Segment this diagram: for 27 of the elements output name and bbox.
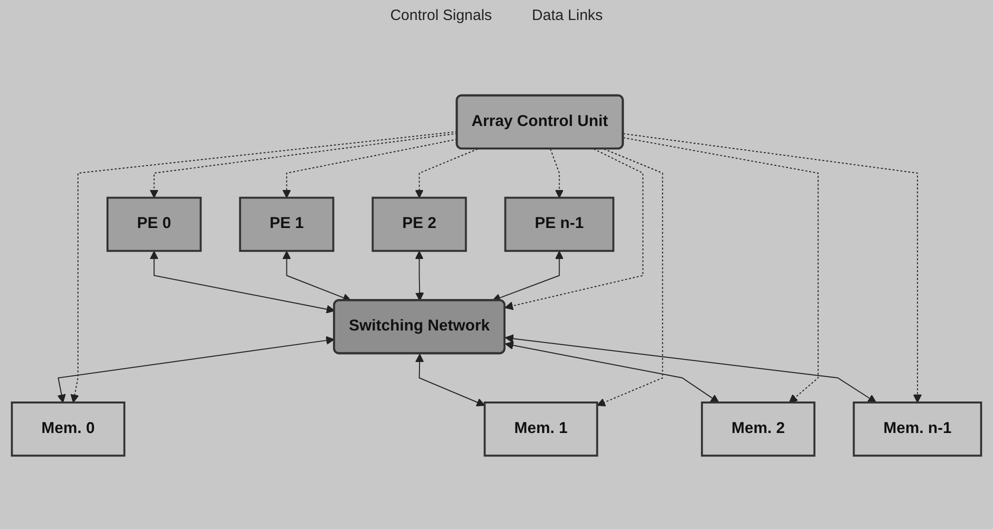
arrow xyxy=(282,138,458,198)
annotation-text: Data Links xyxy=(532,6,603,24)
arrow xyxy=(150,132,458,198)
node-box: Mem. 1 xyxy=(484,402,598,457)
arrow xyxy=(492,250,564,302)
arrow xyxy=(414,250,424,301)
arrow xyxy=(622,137,819,403)
arrow xyxy=(414,148,478,198)
node-box: PE 0 xyxy=(106,196,202,252)
node-box: Mem. 2 xyxy=(700,402,816,457)
annotation-text: Control Signals xyxy=(390,6,492,24)
arrow xyxy=(504,148,644,310)
arrow xyxy=(622,133,922,403)
node-box: Mem. 0 xyxy=(10,402,126,457)
arrow xyxy=(150,250,335,314)
arrow xyxy=(282,250,352,302)
node-box: PE n-1 xyxy=(504,196,614,252)
node-box: PE 1 xyxy=(239,196,334,252)
arrow xyxy=(504,334,876,403)
arrow xyxy=(596,148,664,406)
node-box: PE 2 xyxy=(372,196,467,252)
arrow xyxy=(57,336,335,403)
arrow xyxy=(415,354,486,406)
arrow xyxy=(504,341,720,403)
arrow xyxy=(70,131,458,403)
arrow xyxy=(550,148,564,198)
node-box: Mem. n-1 xyxy=(852,402,982,457)
